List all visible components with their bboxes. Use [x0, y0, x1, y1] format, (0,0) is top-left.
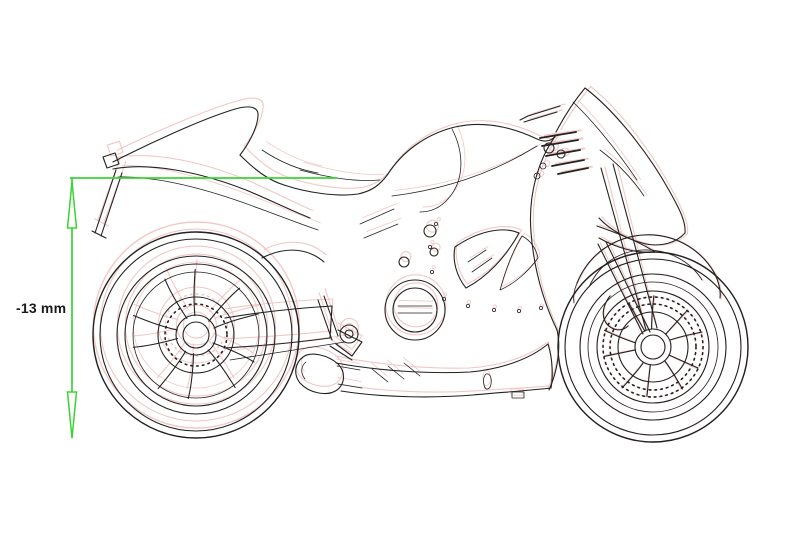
dimension-label: -13 mm: [16, 300, 67, 316]
dimension-arrow-up-icon: [66, 181, 78, 229]
bike-current-outline: [92, 88, 748, 442]
dimension-annotation: [66, 177, 337, 439]
bike-ghost-outline: [90, 76, 754, 444]
dimension-arrow-down-icon: [66, 391, 78, 439]
